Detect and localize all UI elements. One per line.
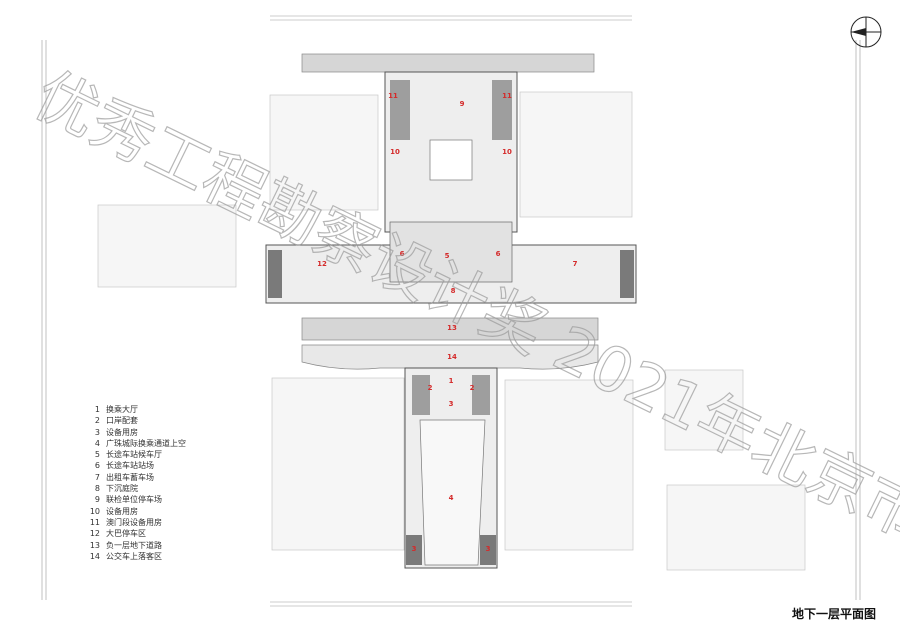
room-label: 12 — [317, 260, 327, 268]
room-label: 2 — [428, 384, 433, 392]
room-label: 3 — [486, 545, 491, 553]
room-labels: 1 2 2 3 4 5 6 6 7 8 9 10 10 11 11 12 13 … — [317, 92, 577, 553]
core-room — [390, 80, 410, 140]
room-label: 1 — [449, 377, 454, 385]
room-label: 11 — [502, 92, 512, 100]
road-top — [301, 53, 595, 73]
underground-road — [301, 317, 599, 341]
compass-icon — [850, 16, 882, 48]
core-room — [406, 535, 422, 565]
room-label: 11 — [388, 92, 398, 100]
room-label: 9 — [460, 100, 465, 108]
room-label: 10 — [390, 148, 400, 156]
core-room — [472, 375, 490, 415]
room-label: 3 — [449, 400, 454, 408]
room-label: 8 — [451, 287, 456, 295]
wall-block — [268, 250, 282, 298]
room-label: 4 — [449, 494, 454, 502]
room-label: 13 — [447, 324, 457, 332]
room-label: 6 — [496, 250, 501, 258]
core-room — [480, 535, 496, 565]
room-label: 6 — [400, 250, 405, 258]
room-label: 3 — [412, 545, 417, 553]
drawing-title: 地下一层平面图 — [791, 607, 876, 621]
central-hall — [389, 221, 513, 283]
room-label: 7 — [573, 260, 578, 268]
room-label: 5 — [445, 252, 450, 260]
bus-drop-zone — [301, 344, 599, 370]
core-room — [492, 80, 512, 140]
wall-block — [620, 250, 634, 298]
ramp — [429, 139, 473, 181]
room-label: 2 — [470, 384, 475, 392]
context-buildings — [97, 91, 806, 571]
dimension-lines — [41, 15, 861, 607]
room-label: 14 — [447, 353, 457, 361]
room-label: 10 — [502, 148, 512, 156]
core-room — [412, 375, 430, 415]
transfer-void — [419, 419, 486, 566]
